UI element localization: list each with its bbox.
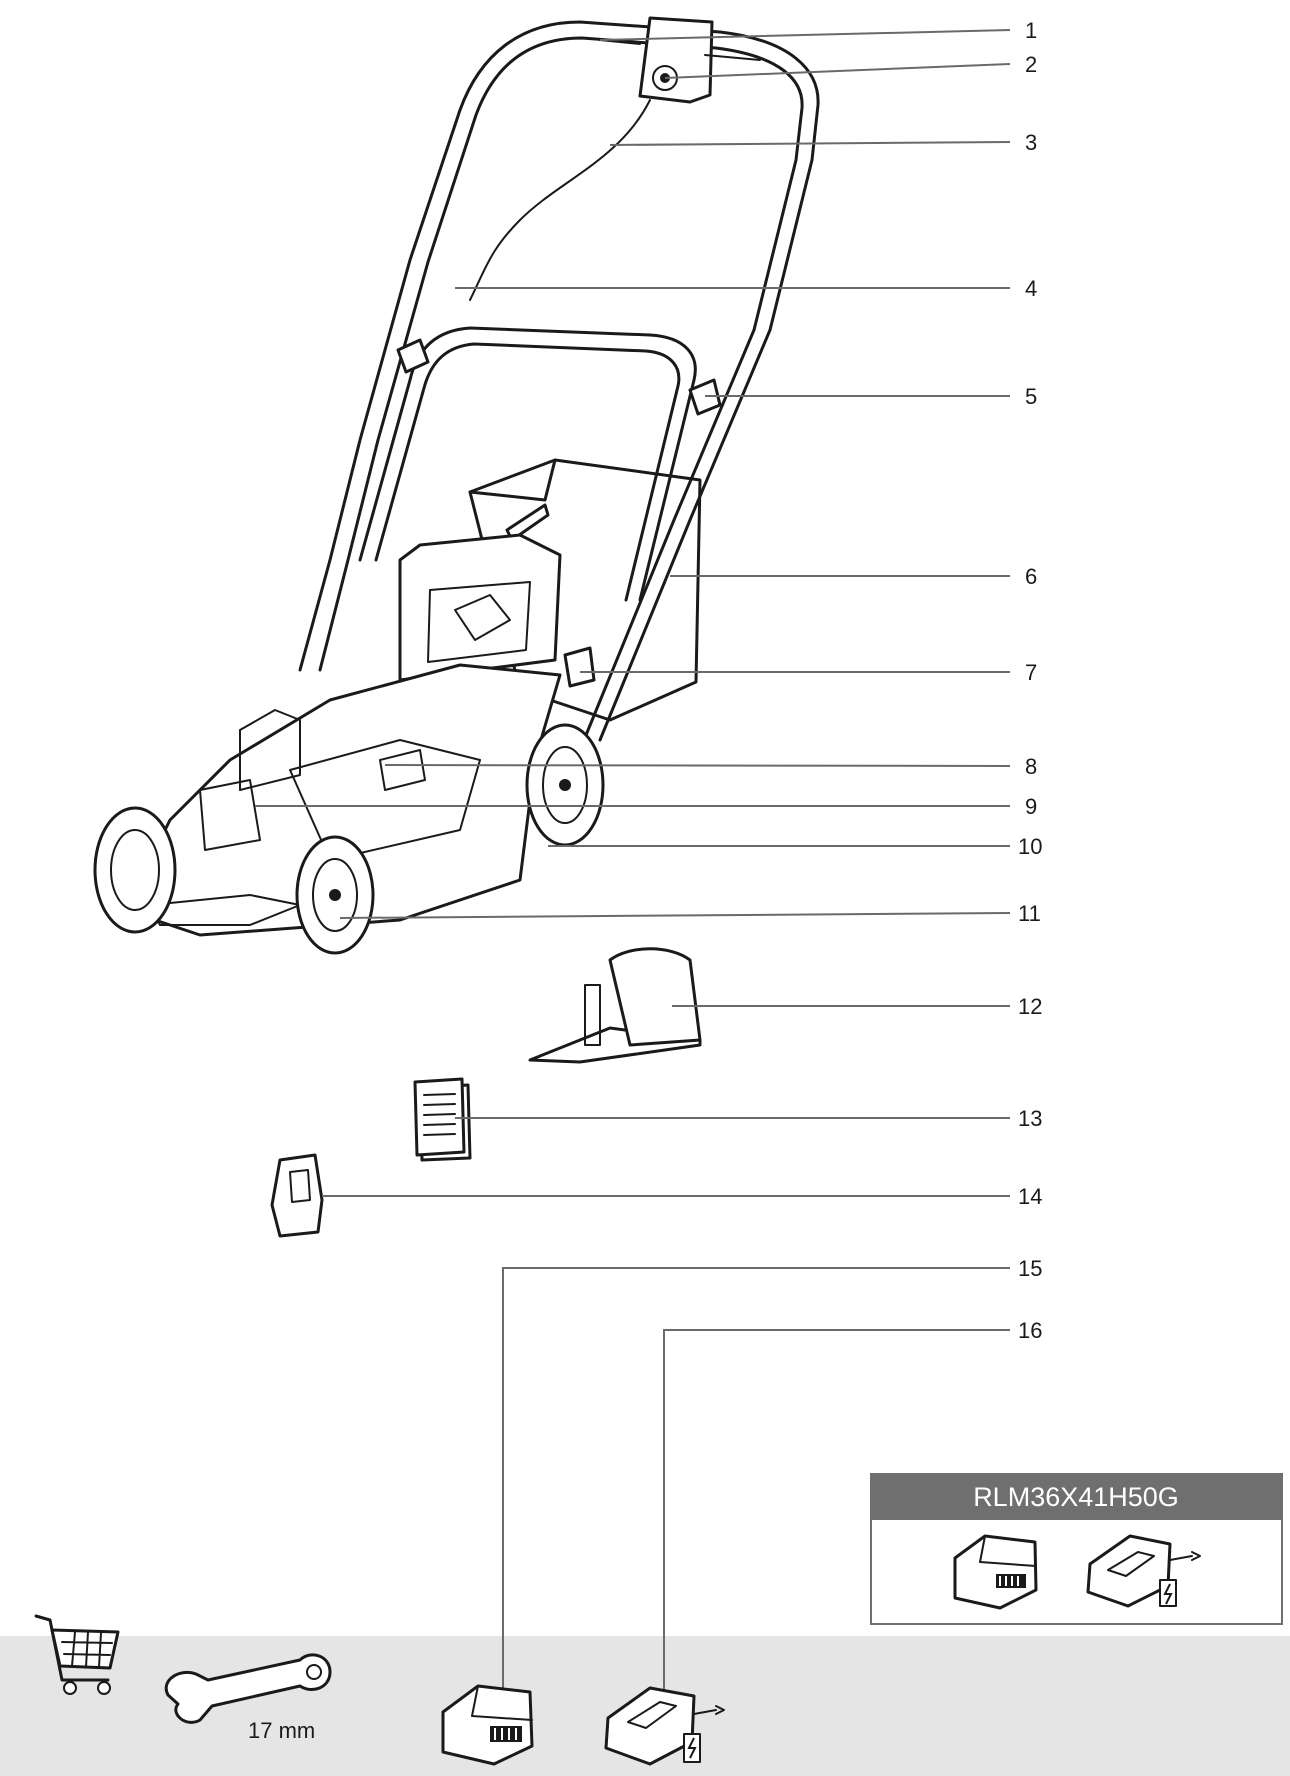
callout-9: 9 [1025, 794, 1037, 819]
callout-15: 15 [1018, 1256, 1042, 1281]
battery-accessory-icon [441, 1684, 534, 1766]
height-knob [563, 646, 596, 688]
rear-wheel [525, 723, 605, 847]
callout-10: 10 [1018, 834, 1042, 859]
model-box: RLM36X41H50G [870, 1473, 1283, 1625]
battery-cover [398, 533, 562, 682]
callout-8: 8 [1025, 754, 1037, 779]
wrench-size-label: 17 mm [248, 1718, 315, 1743]
callout-6: 6 [1025, 564, 1037, 589]
callout-14: 14 [1018, 1184, 1042, 1209]
callout-numbers: 1 2 3 4 5 6 7 8 9 10 11 12 13 14 15 16 [1018, 18, 1042, 1343]
front-left-wheel [93, 806, 177, 934]
charger-icon [1086, 1534, 1201, 1608]
control-box [599, 16, 761, 104]
callout-3: 3 [1025, 130, 1037, 155]
callout-1: 1 [1025, 18, 1037, 43]
callout-12: 12 [1018, 994, 1042, 1019]
mulching-plug-illustration [528, 947, 702, 1064]
lawn-mower-illustration [93, 16, 820, 955]
callout-7: 7 [1025, 660, 1037, 685]
model-number: RLM36X41H50G [973, 1482, 1179, 1512]
wrench-icon: 17 mm [164, 1653, 332, 1743]
callout-2: 2 [1025, 52, 1037, 77]
charger-accessory-icon [604, 1686, 725, 1766]
battery-icon [953, 1534, 1038, 1610]
safety-key-illustration [270, 1153, 324, 1238]
front-right-wheel [295, 835, 375, 955]
callout-16: 16 [1018, 1318, 1042, 1343]
leader-lines [255, 29, 1011, 1690]
manual-illustration [413, 1077, 472, 1162]
callout-4: 4 [1025, 276, 1037, 301]
callout-13: 13 [1018, 1106, 1042, 1131]
callout-5: 5 [1025, 384, 1037, 409]
callout-11: 11 [1018, 901, 1041, 926]
shopping-cart-icon [34, 1614, 120, 1695]
cable [469, 99, 651, 301]
model-box-header [871, 1474, 1282, 1520]
outer-handle [298, 20, 820, 742]
quick-release-knob-left [396, 338, 430, 374]
